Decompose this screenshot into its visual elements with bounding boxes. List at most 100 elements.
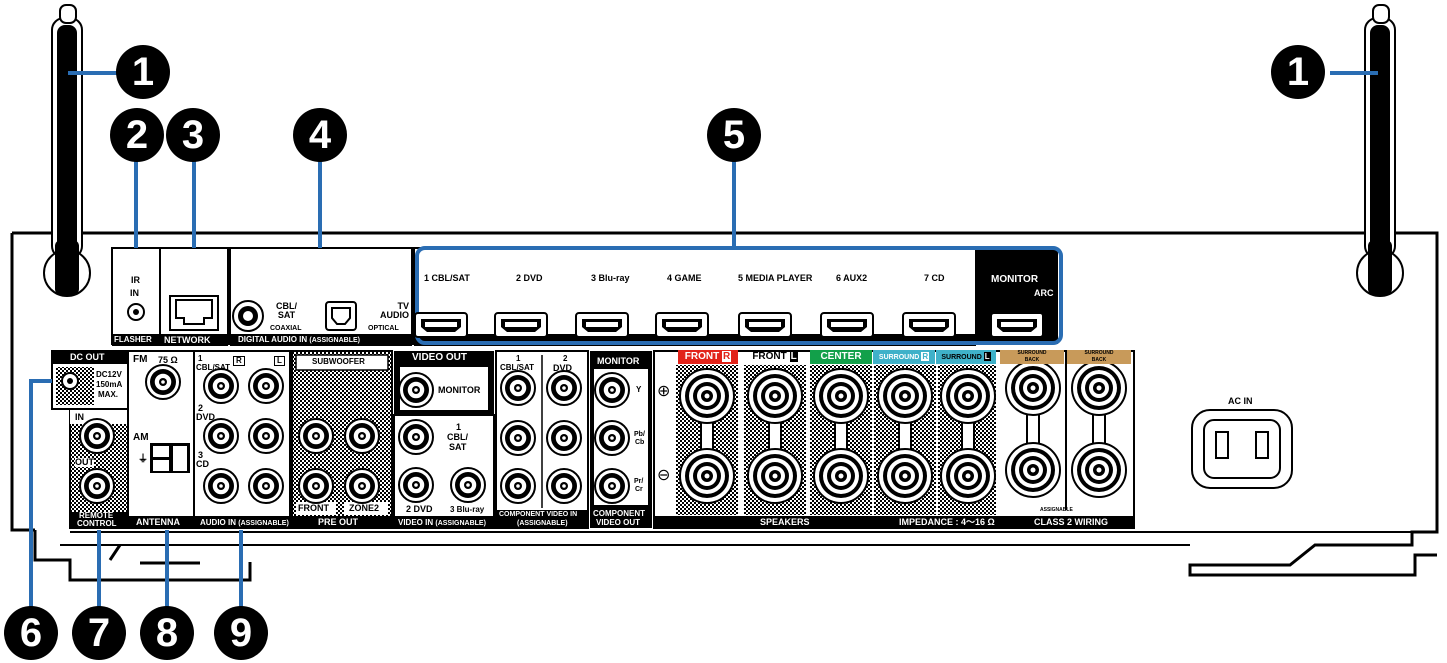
component-in-jack-6[interactable]	[546, 468, 582, 504]
hdmi-port-4[interactable]	[655, 312, 709, 338]
assignable-label: ASSIGNABLE	[1040, 507, 1073, 513]
component-video-in-label-2: (ASSIGNABLE)	[517, 520, 568, 527]
network-label: NETWORK	[164, 335, 211, 345]
hdmi-port-6[interactable]	[820, 312, 874, 338]
audio-in-jack-3[interactable]	[203, 418, 239, 454]
speaker-post-minus-6[interactable]	[1005, 442, 1061, 498]
hdmi-input-4-label: 4 GAME	[667, 273, 702, 283]
component-video-in-label-1: COMPONENT VIDEO IN	[499, 511, 578, 518]
speaker-post-minus-5[interactable]	[940, 448, 996, 504]
video-in-1-jack[interactable]	[398, 419, 434, 455]
impedance-label: IMPEDANCE : 4～16 Ω	[899, 517, 995, 527]
spk-surround-l-header: SURROUND L	[936, 350, 996, 364]
component-video-out-label-2: VIDEO OUT	[596, 518, 641, 527]
video-out-monitor-jack[interactable]	[398, 372, 434, 408]
component-out-jack-1[interactable]	[594, 372, 630, 408]
speaker-post-minus-2[interactable]	[747, 448, 803, 504]
audio-in-3-name: CD	[196, 459, 209, 469]
comp-2-name: DVD	[553, 363, 573, 373]
spk-front-r-header: FRONT R	[678, 350, 738, 364]
remote-control-label-2: CONTROL	[77, 519, 117, 528]
callout-badge-5: 5	[707, 108, 761, 162]
pre-out-jack-3[interactable]	[298, 468, 334, 504]
remote-in-label: IN	[75, 412, 84, 422]
hdmi-callout-frame	[415, 246, 1063, 345]
preout-zone2-label: ZONE2	[349, 503, 380, 513]
callout-badge-9: 9	[214, 606, 268, 660]
video-in-3-jack[interactable]	[450, 467, 486, 503]
video-in-1-sat: SAT	[449, 442, 467, 452]
speaker-post-plus-3[interactable]	[813, 368, 869, 424]
callout-lines	[29, 71, 1378, 608]
hdmi-input-5-label: 5 MEDIA PLAYER	[738, 273, 813, 283]
audio-in-jack-2[interactable]	[248, 368, 284, 404]
spk-front-l-header: FRONT L	[752, 351, 798, 362]
ir-label: IR	[131, 275, 140, 285]
audio-r-label: R	[233, 356, 245, 366]
speakers-label: SPEAKERS	[760, 517, 810, 527]
tv-audio-label: TV AUDIO	[380, 301, 409, 320]
speaker-post-minus-1[interactable]	[679, 448, 735, 504]
audio-in-jack-5[interactable]	[203, 468, 239, 504]
hdmi-port-7[interactable]	[902, 312, 956, 338]
comp-1-name: CBL/SAT	[500, 363, 535, 372]
component-in-jack-4[interactable]	[546, 420, 582, 456]
hdmi-port-2[interactable]	[494, 312, 548, 338]
audio-in-2-num: 2	[198, 403, 204, 413]
component-in-jack-2[interactable]	[546, 370, 582, 406]
callout-badge-2: 2	[110, 108, 164, 162]
pre-out-jack-1[interactable]	[298, 418, 334, 454]
fm-antenna-jack[interactable]	[145, 364, 181, 400]
pre-out-label: PRE OUT	[318, 517, 359, 527]
video-monitor-label: MONITOR	[438, 385, 481, 395]
callout-badge-6: 6	[4, 606, 58, 660]
remote-in-jack[interactable]	[79, 418, 115, 454]
audio-in-1-name: CBL/SAT	[196, 363, 231, 372]
fm-label: FM	[133, 354, 148, 365]
pre-out-jack-4[interactable]	[344, 468, 380, 504]
callout-badge-1-right: 1	[1271, 45, 1325, 99]
hdmi-input-1-label: 1 CBL/SAT	[424, 273, 470, 283]
audio-in-jack-6[interactable]	[248, 468, 284, 504]
remote-control-label-1: REMOTE	[79, 511, 114, 520]
audio-in-jack-1[interactable]	[203, 368, 239, 404]
callout-badge-4: 4	[293, 108, 347, 162]
audio-in-label: AUDIO IN (ASSIGNABLE)	[200, 518, 289, 528]
dc-spec-1: DC12V	[96, 370, 122, 379]
component-in-jack-5[interactable]	[500, 468, 536, 504]
remote-out-jack[interactable]	[79, 468, 115, 504]
speaker-post-plus-7[interactable]	[1071, 360, 1127, 416]
speaker-post-plus-6[interactable]	[1005, 360, 1061, 416]
hdmi-port-8[interactable]	[990, 312, 1044, 338]
component-out-jack-3[interactable]	[594, 468, 630, 504]
speaker-minus-icon: ⊖	[657, 467, 671, 484]
video-out-label: VIDEO OUT	[412, 352, 468, 363]
speaker-post-minus-3[interactable]	[813, 448, 869, 504]
spk-surround-r-header: SURROUND R	[873, 350, 935, 364]
audio-in-1-num: 1	[198, 354, 203, 363]
subwoofer-label: SUBWOOFER	[312, 357, 365, 366]
hdmi-port-5[interactable]	[738, 312, 792, 338]
hdmi-port-3[interactable]	[575, 312, 629, 338]
digital-audio-in-label: DIGITAL AUDIO IN (ASSIGNABLE)	[238, 335, 360, 345]
speaker-post-plus-2[interactable]	[747, 368, 803, 424]
video-in-2-jack[interactable]	[398, 467, 434, 503]
pre-out-jack-2[interactable]	[344, 418, 380, 454]
component-out-jack-2[interactable]	[594, 420, 630, 456]
speaker-post-plus-1[interactable]	[679, 368, 735, 424]
hdmi-port-1[interactable]	[414, 312, 468, 338]
ohm75-label: 75 Ω	[158, 355, 178, 365]
am-label: AM	[133, 432, 149, 443]
speaker-post-plus-5[interactable]	[940, 368, 996, 424]
component-in-jack-3[interactable]	[500, 420, 536, 456]
component-in-jack-1[interactable]	[500, 370, 536, 406]
comp-1-num: 1	[516, 354, 521, 363]
speaker-post-minus-7[interactable]	[1071, 442, 1127, 498]
dc-spec-3: MAX.	[98, 390, 118, 399]
audio-in-jack-4[interactable]	[248, 418, 284, 454]
am-ground-icon: ⏚	[138, 454, 148, 465]
speaker-post-minus-4[interactable]	[877, 448, 933, 504]
speaker-post-plus-4[interactable]	[877, 368, 933, 424]
